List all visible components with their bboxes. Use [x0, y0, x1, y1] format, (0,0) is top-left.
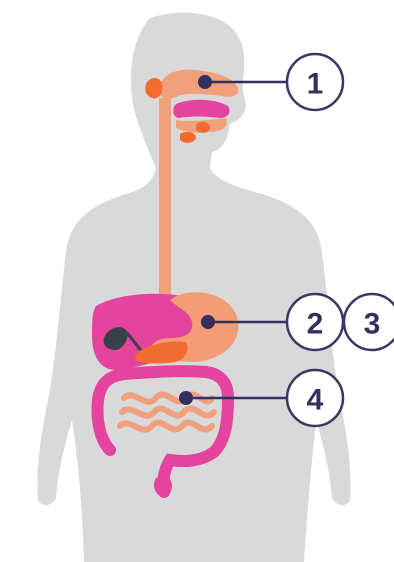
callout-dot-2: [201, 315, 215, 329]
callout-dot-4: [179, 391, 193, 405]
callout-badge-3[interactable]: 3: [344, 294, 394, 350]
callout-label-1: 1: [307, 68, 324, 101]
callout-label-3: 3: [364, 308, 381, 341]
callout-badge-4[interactable]: 4: [287, 370, 343, 426]
callout-dot-1: [198, 75, 212, 89]
callout-badge-1[interactable]: 1: [287, 54, 343, 110]
callout-badge-2[interactable]: 2: [287, 294, 343, 350]
callout-label-4: 4: [307, 384, 324, 417]
callout-label-2: 2: [307, 308, 324, 341]
esophagus: [159, 98, 171, 300]
